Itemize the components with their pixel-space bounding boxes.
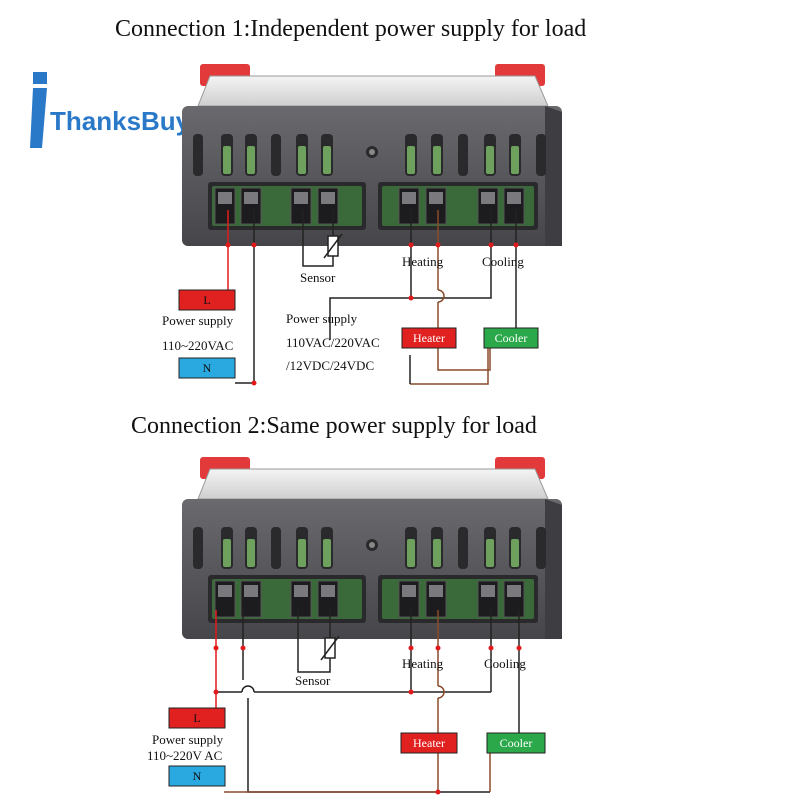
power-supply-voltage-1: 110~220VAC [162, 338, 233, 353]
sensor-label-1: Sensor [300, 270, 336, 285]
connection1-wires [227, 210, 517, 385]
svg-text:N: N [193, 769, 202, 783]
cooler-box-1: Cooler [483, 327, 539, 349]
connection1-title: Connection 1:Independent power supply fo… [115, 16, 586, 42]
svg-text:Heater: Heater [413, 331, 445, 345]
svg-text:Cooler: Cooler [500, 736, 533, 750]
heater-box-1: Heater [401, 327, 457, 349]
heating-label-1: Heating [402, 254, 444, 269]
connection2-title: Connection 2:Same power supply for load [131, 413, 537, 439]
svg-text:L: L [193, 711, 200, 725]
n-terminal-box-2: N [168, 765, 226, 787]
svg-text:N: N [203, 361, 212, 375]
svg-text:Heater: Heater [413, 736, 445, 750]
l-terminal-box-2: L [168, 707, 226, 729]
controller-device-2 [181, 456, 563, 640]
sensor-label-2: Sensor [295, 673, 331, 688]
heating-label-2: Heating [402, 656, 444, 671]
power-supply-voltage-2: 110~220V AC [147, 748, 222, 763]
svg-text:L: L [203, 293, 210, 307]
svg-text:Cooler: Cooler [495, 331, 528, 345]
n-terminal-box-1: N [178, 357, 236, 379]
power-supply-label-2: Power supply [152, 732, 224, 747]
cooling-label-2: Cooling [484, 656, 526, 671]
controller-device-1 [181, 63, 563, 247]
load-supply-line2: /12VDC/24VDC [286, 358, 374, 373]
l-terminal-box-1: L [178, 289, 236, 311]
power-supply-label-1: Power supply [162, 313, 234, 328]
load-supply-label-1: Power supply [286, 311, 358, 326]
load-supply-line1: 110VAC/220VAC [286, 335, 380, 350]
heater-box-2: Heater [400, 732, 458, 754]
connection2-wires [215, 610, 520, 793]
cooler-box-2: Cooler [486, 732, 546, 754]
cooling-label-1: Cooling [482, 254, 524, 269]
